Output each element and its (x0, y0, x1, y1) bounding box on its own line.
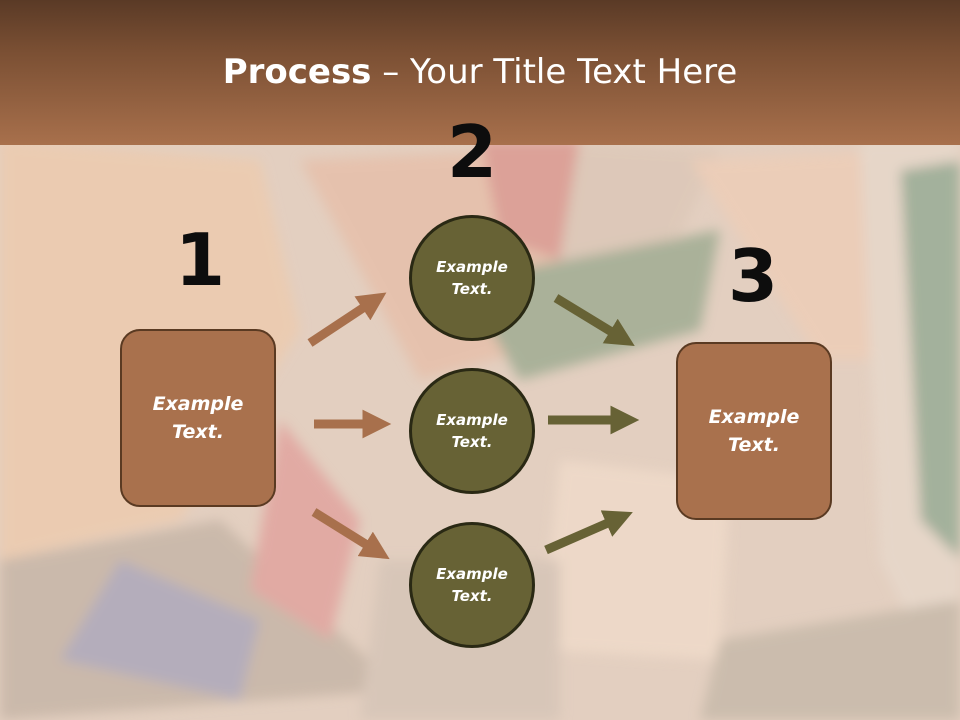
arrow-right-bottom (544, 510, 633, 555)
circle-top: Example Text. (409, 215, 535, 341)
left-box-label: Example Text. (152, 392, 244, 444)
left-box: Example Text. (120, 329, 276, 507)
circle-middle: Example Text. (409, 368, 535, 494)
arrow-right-top (553, 294, 635, 346)
step-number-2: 2 (446, 110, 498, 194)
circle-bottom-label: Example Text. (436, 564, 508, 606)
step-number-1: 1 (174, 218, 226, 302)
circle-bottom: Example Text. (409, 522, 535, 648)
title-bold: Process (222, 52, 372, 92)
circle-top-label: Example Text. (436, 257, 508, 299)
circle-middle-label: Example Text. (436, 410, 508, 452)
step-number-3: 3 (727, 234, 779, 318)
page-title: Process – Your Title Text Here (0, 52, 960, 92)
title-bar: Process – Your Title Text Here (0, 0, 960, 145)
arrow-left-top (307, 292, 387, 347)
right-box-label: Example Text. (708, 405, 800, 457)
title-rest: – Your Title Text Here (371, 52, 738, 92)
arrow-left-bottom (311, 508, 390, 560)
right-box: Example Text. (676, 342, 832, 520)
